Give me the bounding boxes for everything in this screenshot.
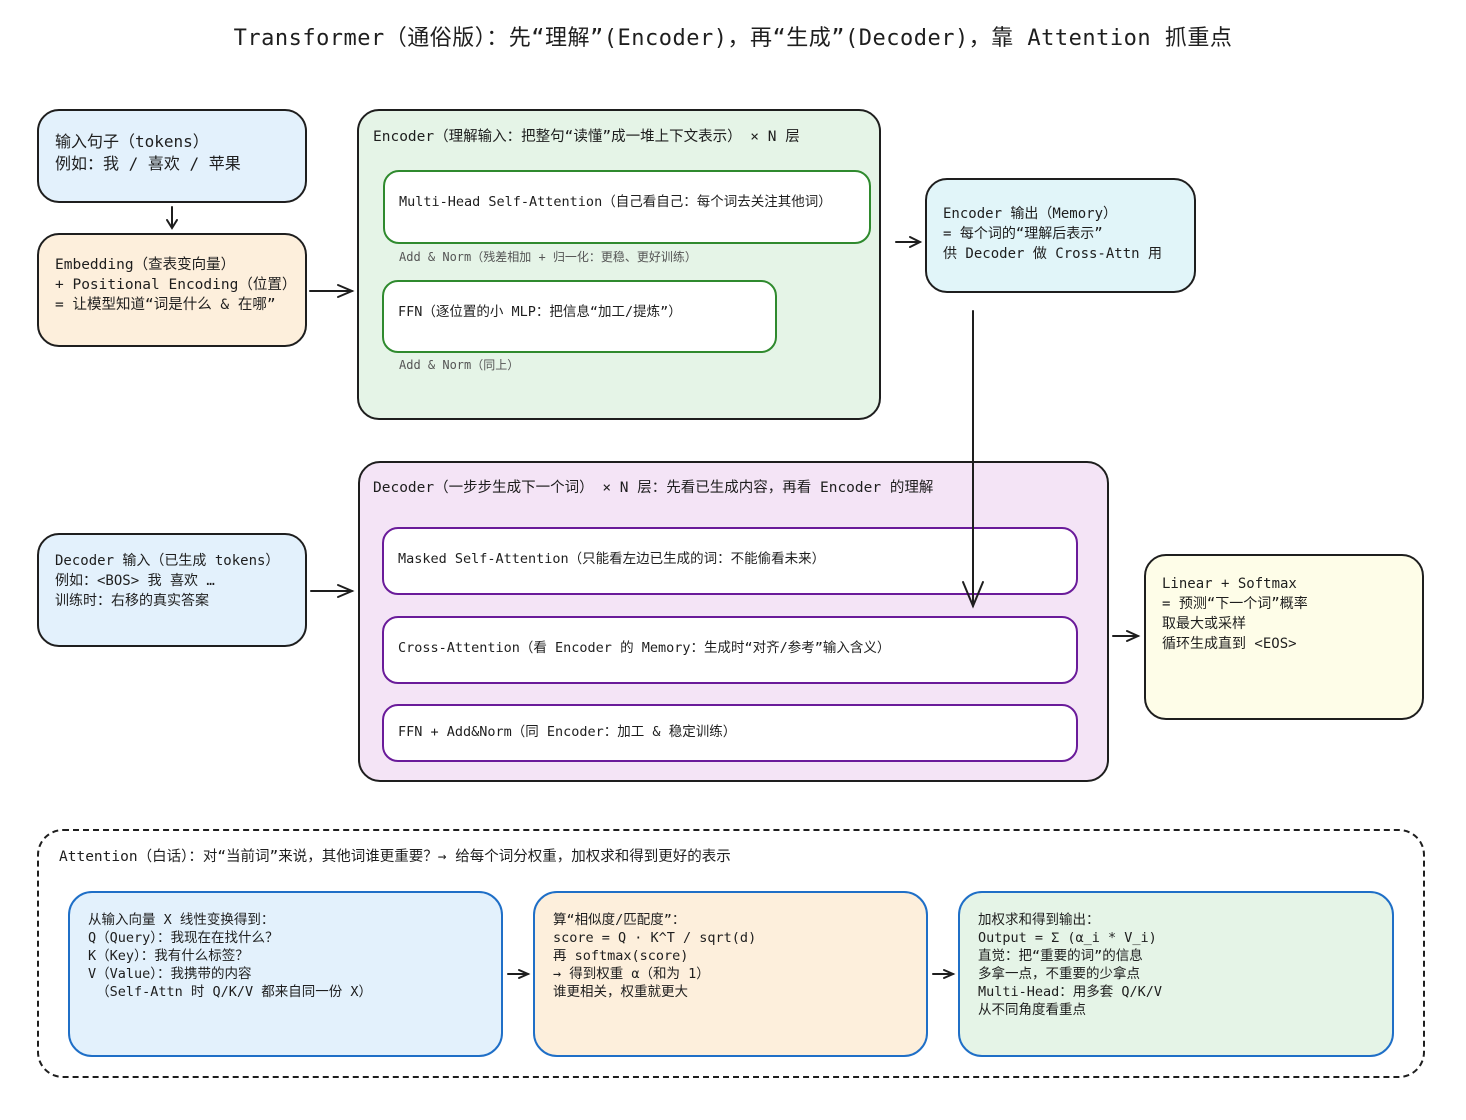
input-sentence-box: 输入句子（tokens） 例如：我 / 喜欢 / 苹果: [37, 109, 307, 203]
qkv-line4: V（Value）：我携带的内容: [88, 966, 252, 982]
output-line1: Linear + Softmax: [1162, 576, 1297, 592]
score-line5: 谁更相关，权重就更大: [553, 984, 688, 1000]
decoder-cross-attention-text: Cross-Attention（看 Encoder 的 Memory：生成时“对…: [398, 640, 891, 656]
encoder-output-line1: Encoder 输出（Memory）: [943, 206, 1118, 222]
qkv-line3: K（Key）：我有什么标签？: [88, 948, 249, 964]
decoder-masked-attention-box: Masked Self-Attention（只能看左边已生成的词：不能偷看未来）: [382, 527, 1078, 595]
encoder-add-norm-1: Add & Norm（残差相加 + 归一化：更稳、更好训练）: [399, 250, 697, 264]
encoder-self-attention-box: Multi-Head Self-Attention（自己看自己：每个词去关注其他…: [383, 170, 871, 244]
embedding-box: Embedding（查表变向量） + Positional Encoding（位置…: [37, 233, 307, 347]
encoder-ffn-text: FFN（逐位置的小 MLP：把信息“加工/提炼”）: [398, 304, 682, 320]
attention-step-output: 加权求和得到输出： Output = Σ (α_i * V_i) 直觉：把“重要的词…: [958, 891, 1394, 1057]
attention-step-qkv: 从输入向量 X 线性变换得到： Q（Query）：我现在在找什么？ K（Key）：我…: [68, 891, 503, 1057]
score-line3: 再 softmax(score): [553, 948, 689, 964]
score-line2: score = Q · K^T / sqrt(d): [553, 930, 757, 946]
weighted-sum-line3: 直觉：把“重要的词”的信息: [978, 948, 1143, 964]
arrow-encoder-to-output: [895, 236, 923, 248]
qkv-line2: Q（Query）：我现在在找什么？: [88, 930, 279, 946]
encoder-self-attention-text: Multi-Head Self-Attention（自己看自己：每个词去关注其他…: [399, 194, 832, 210]
linear-softmax-box: Linear + Softmax = 预测“下一个词”概率取最大或采样循环生成直到…: [1144, 554, 1424, 720]
output-line2: = 预测“下一个词”概率: [1162, 596, 1308, 612]
encoder-ffn-box: FFN（逐位置的小 MLP：把信息“加工/提炼”）: [382, 280, 777, 353]
encoder-output-box: Encoder 输出（Memory） = 每个词的“理解后表示” 供 Decoder…: [925, 178, 1196, 293]
attention-step-score: 算“相似度/匹配度”： score = Q · K^T / sqrt(d) 再 so…: [533, 891, 928, 1057]
qkv-line5: （Self-Attn 时 Q/K/V 都来自同一份 X）: [88, 984, 373, 1000]
encoder-output-line3: 供 Decoder 做 Cross-Attn 用: [943, 246, 1163, 262]
decoder-input-line3: 训练时：右移的真实答案: [55, 593, 209, 609]
embedding-line2: + Positional Encoding（位置）: [55, 277, 297, 293]
decoder-input-line1: Decoder 输入（已生成 tokens）: [55, 553, 280, 569]
encoder-add-norm-2: Add & Norm（同上）: [399, 358, 520, 372]
arrow-input-to-embedding: [166, 206, 178, 230]
attention-section-label: Attention（白话）：对“当前词”来说，其他词谁更重要？→ 给每个词分权重…: [59, 849, 731, 865]
score-line4: → 得到权重 α（和为 1）: [553, 966, 710, 982]
output-line4: 循环生成直到 <EOS>: [1162, 636, 1297, 652]
decoder-ffn-box: FFN + Add&Norm（同 Encoder：加工 & 稳定训练）: [382, 704, 1078, 762]
decoder-ffn-text: FFN + Add&Norm（同 Encoder：加工 & 稳定训练）: [398, 724, 737, 740]
weighted-sum-line1: 加权求和得到输出：: [978, 912, 1100, 928]
output-line3: 取最大或采样: [1162, 616, 1246, 632]
decoder-input-line2: 例如：<BOS> 我 喜欢 …: [55, 573, 215, 589]
decoder-label: Decoder（一步步生成下一个词） × N 层：先看已生成内容，再看 Enco…: [373, 480, 934, 496]
decoder-cross-attention-box: Cross-Attention（看 Encoder 的 Memory：生成时“对…: [382, 616, 1078, 684]
weighted-sum-line5: Multi-Head：用多套 Q/K/V: [978, 984, 1163, 1000]
embedding-line1: Embedding（查表变向量）: [55, 257, 236, 273]
input-box-line1: 输入句子（tokens）: [55, 132, 209, 151]
score-line1: 算“相似度/匹配度”：: [553, 912, 686, 928]
decoder-masked-attention-text: Masked Self-Attention（只能看左边已生成的词：不能偷看未来）: [398, 551, 826, 567]
weighted-sum-line2: Output = Σ (α_i * V_i): [978, 930, 1157, 946]
encoder-output-line2: = 每个词的“理解后表示”: [943, 226, 1103, 242]
attention-section: [37, 829, 1425, 1078]
arrow-decoder-to-softmax: [1112, 630, 1141, 642]
weighted-sum-line6: 从不同角度看重点: [978, 1002, 1086, 1018]
arrow-decoder-input-to-decoder: [310, 584, 355, 598]
encoder-label: Encoder（理解输入：把整句“读懂”成一堆上下文表示） × N 层: [373, 129, 800, 145]
arrow-embedding-to-encoder: [309, 284, 355, 298]
decoder-input-box: Decoder 输入（已生成 tokens） 例如：<BOS> 我 喜欢 … 训练时…: [37, 533, 307, 647]
encoder-block: [357, 109, 881, 420]
embedding-line3: = 让模型知道“词是什么 & 在哪”: [55, 297, 276, 313]
weighted-sum-line4: 多拿一点，不重要的少拿点: [978, 966, 1140, 982]
diagram-title: Transformer（通俗版）：先“理解”(Encoder)，再“生成”(De…: [233, 26, 1233, 51]
qkv-line1: 从输入向量 X 线性变换得到：: [88, 912, 275, 928]
input-box-line2: 例如：我 / 喜欢 / 苹果: [55, 154, 241, 173]
